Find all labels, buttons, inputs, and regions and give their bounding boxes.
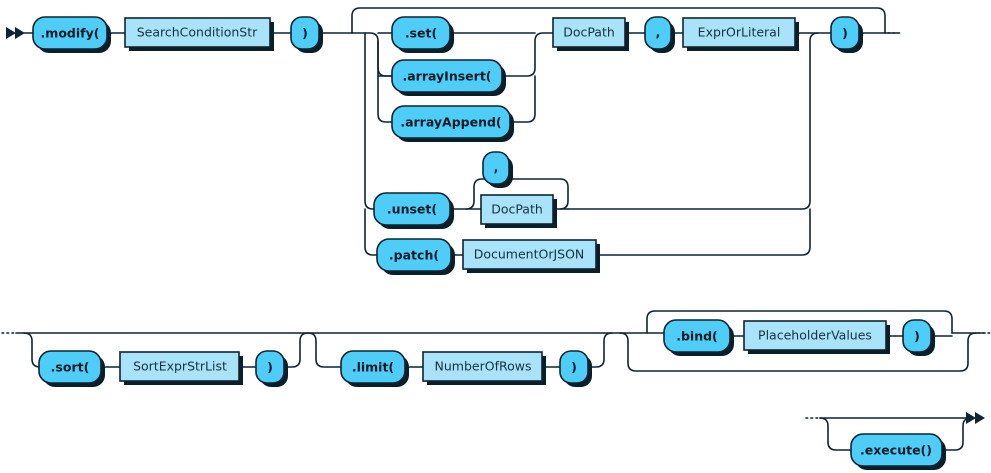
end-marker — [966, 412, 985, 424]
node-close-paren-3-label: ) — [267, 360, 273, 375]
node-execute[interactable]: .execute() — [850, 433, 946, 470]
continuation-markers — [1, 32, 991, 419]
node-doc-path-2-label: DocPath — [491, 202, 543, 217]
node-sort[interactable]: .sort( — [38, 350, 105, 387]
node-placeholder-values[interactable]: PlaceholderValues — [743, 320, 890, 354]
node-doc-path-1[interactable]: DocPath — [552, 17, 629, 51]
node-array-insert-label: .arrayInsert( — [402, 69, 491, 84]
node-patch-label: .patch( — [389, 248, 439, 263]
rails-row-1 — [23, 7, 899, 256]
node-close-paren-5[interactable]: ) — [902, 319, 935, 356]
node-bind[interactable]: .bind( — [663, 319, 734, 356]
node-close-paren-4[interactable]: ) — [559, 350, 592, 387]
node-search-condition-str-label: SearchConditionStr — [137, 25, 258, 40]
node-sort-expr-str-list-label: SortExprStrList — [133, 359, 227, 374]
node-set[interactable]: .set( — [391, 16, 454, 53]
node-expr-or-literal-label: ExprOrLiteral — [698, 25, 781, 40]
node-document-or-json[interactable]: DocumentOrJSON — [462, 239, 600, 273]
node-search-condition-str[interactable]: SearchConditionStr — [124, 17, 274, 51]
node-comma-1-label: , — [656, 25, 661, 40]
node-patch[interactable]: .patch( — [376, 238, 455, 275]
node-doc-path-1-label: DocPath — [563, 25, 615, 40]
node-modify[interactable]: .modify( — [32, 16, 111, 53]
node-close-paren-1[interactable]: ) — [290, 16, 323, 53]
node-close-paren-2[interactable]: ) — [830, 16, 863, 53]
node-comma-1[interactable]: , — [644, 16, 675, 53]
node-placeholder-values-label: PlaceholderValues — [758, 328, 872, 343]
node-bind-label: .bind( — [676, 329, 718, 344]
node-document-or-json-label: DocumentOrJSON — [474, 247, 585, 262]
node-comma-2[interactable]: , — [482, 151, 513, 188]
node-doc-path-2[interactable]: DocPath — [480, 194, 557, 228]
node-limit-label: .limit( — [352, 360, 394, 375]
node-limit[interactable]: .limit( — [340, 350, 409, 387]
node-array-insert[interactable]: .arrayInsert( — [391, 59, 506, 96]
node-close-paren-4-label: ) — [571, 360, 577, 375]
node-set-label: .set( — [405, 26, 437, 41]
node-expr-or-literal[interactable]: ExprOrLiteral — [682, 17, 799, 51]
node-number-of-rows[interactable]: NumberOfRows — [422, 351, 546, 385]
node-unset-label: .unset( — [387, 202, 437, 217]
node-sort-expr-str-list[interactable]: SortExprStrList — [119, 351, 243, 385]
node-array-append[interactable]: .arrayAppend( — [391, 105, 514, 142]
start-marker — [6, 27, 25, 39]
node-modify-label: .modify( — [41, 26, 100, 41]
node-comma-2-label: , — [494, 160, 499, 175]
node-number-of-rows-label: NumberOfRows — [435, 359, 532, 374]
node-close-paren-5-label: ) — [914, 329, 920, 344]
node-array-append-label: .arrayAppend( — [400, 115, 501, 130]
node-execute-label: .execute() — [860, 443, 932, 458]
node-close-paren-1-label: ) — [302, 26, 308, 41]
node-close-paren-2-label: ) — [842, 26, 848, 41]
node-close-paren-3[interactable]: ) — [255, 350, 288, 387]
node-unset[interactable]: .unset( — [373, 192, 454, 229]
node-sort-label: .sort( — [51, 360, 90, 375]
